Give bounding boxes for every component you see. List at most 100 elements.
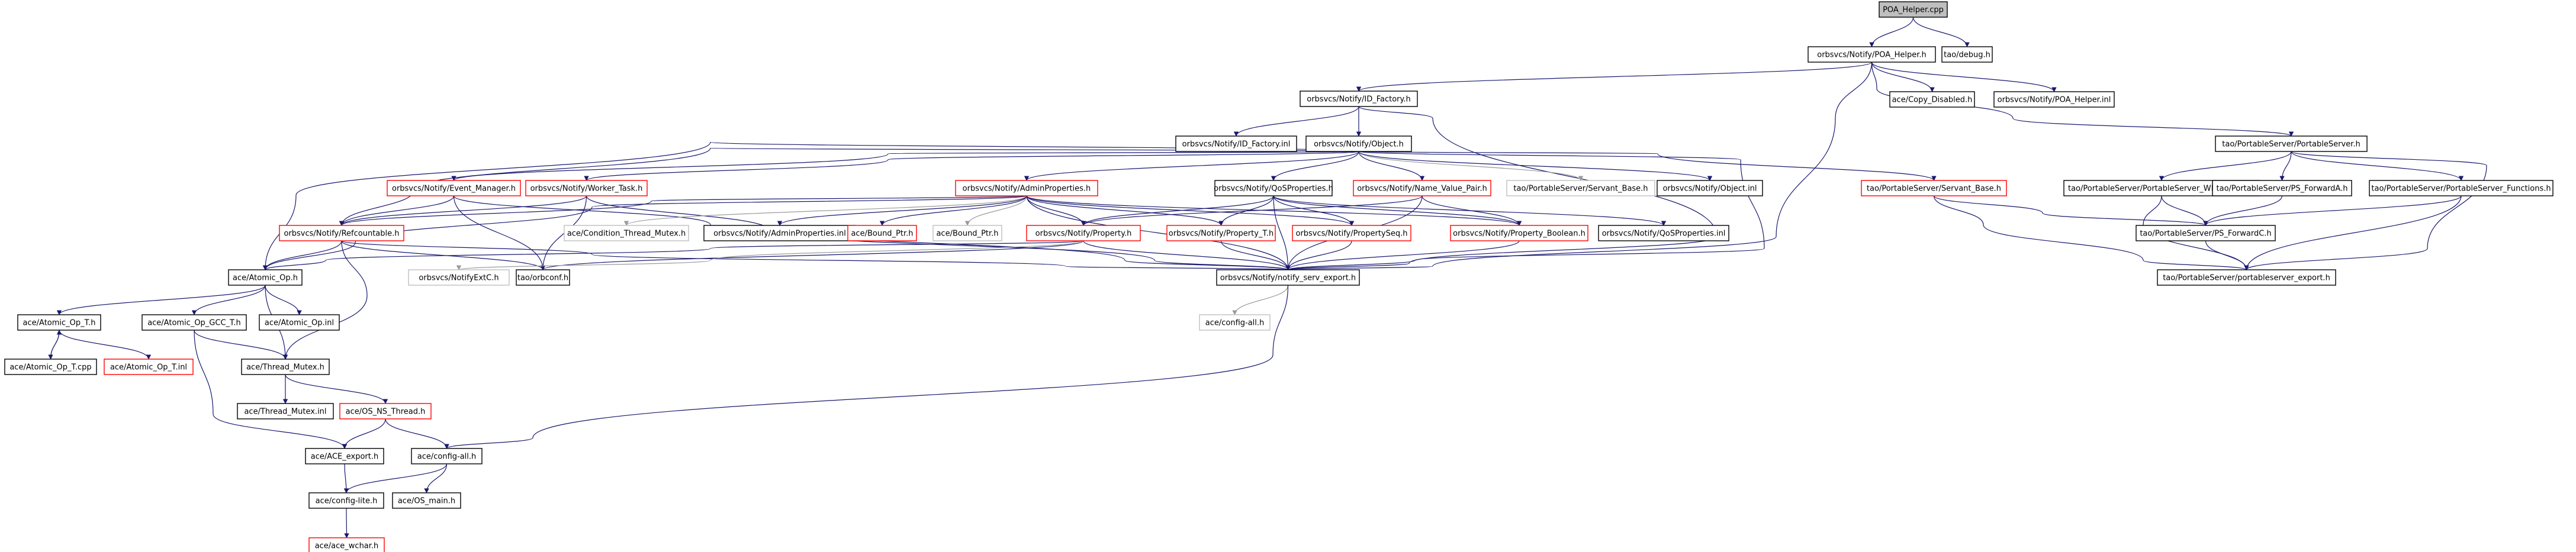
node-object_h[interactable]: orbsvcs/Notify/Object.h [1305,135,1412,152]
node-label: ace/Atomic_Op_T.cpp [9,363,91,372]
node-os_ns_thread[interactable]: ace/OS_NS_Thread.h [339,403,432,419]
node-box [525,180,648,196]
node-id_factory[interactable]: orbsvcs/Notify/ID_Factory.h [1300,91,1418,107]
node-label: orbsvcs/Notify/ID_Factory.h [1307,95,1410,104]
edge-object_h-to-worker_task [584,151,1359,181]
node-label: orbsvcs/Notify/notify_serv_export.h [1220,274,1356,283]
node-box [1861,180,2007,196]
node-label: ace/Condition_Thread_Mutex.h [567,230,686,238]
node-ace_export[interactable]: ace/ACE_export.h [305,448,384,464]
node-bound_ptr_gray[interactable]: ace/Bound_Ptr.h [932,225,1002,241]
node-poa_inl[interactable]: orbsvcs/Notify/POA_Helper.inl [1993,91,2115,108]
node-property_t[interactable]: orbsvcs/Notify/Property_T.h [1166,225,1276,241]
edge-atomic_op-to-atomic_gcc_t [191,285,266,315]
node-atomic_op[interactable]: ace/Atomic_Op.h [228,269,303,286]
node-label: orbsvcs/Notify/Event_Manager.h [392,185,516,193]
node-os_main[interactable]: ace/OS_main.h [392,492,461,509]
node-orbconf[interactable]: tao/orbconf.h [516,269,570,286]
edge-tao_servant_base-to-ps_forwardc [1933,195,2208,226]
node-ps_functions[interactable]: tao/PortableServer/PortableServer_Functi… [2369,180,2554,196]
edge-notify_export-to-config_all_gray [1232,285,1289,315]
node-qos_inl[interactable]: orbsvcs/Notify/QoSProperties.inl [1598,225,1729,241]
node-atomic_t_inl[interactable]: ace/Atomic_Op_T.inl [104,359,194,375]
edge-config_lite-to-ace_wchar [344,508,349,538]
edge-ps_portable-to-ps_forwarda [2279,151,2292,181]
node-config_all_gray[interactable]: ace/config-all.h [1199,314,1271,331]
node-label: tao/debug.h [1944,51,1990,60]
node-admin_props[interactable]: orbsvcs/Notify/AdminProperties.h [955,180,1098,196]
edge-property_h-to-atomic_op [262,240,1084,270]
node-box [1175,135,1297,152]
edge-thread_mutex-to-os_ns_thread [285,374,388,404]
edge-qos_props-to-property_h [1080,195,1274,226]
node-box [1166,225,1276,241]
node-ps_export[interactable]: tao/PortableServer/portableserver_export… [2157,269,2336,286]
edge-layer [48,17,2487,538]
node-label: ace/config-all.h [417,453,477,461]
edge-id_factory-to-idf_inl [1233,106,1359,137]
node-notify_export[interactable]: orbsvcs/Notify/notify_serv_export.h [1216,269,1360,286]
node-atomic_gcc_t[interactable]: ace/Atomic_Op_GCC_T.h [141,314,247,331]
node-property_h[interactable]: orbsvcs/Notify/Property.h [1026,225,1141,241]
edge-property_t-to-notify_export [1220,240,1291,270]
node-label: orbsvcs/Notify/Property_T.h [1169,230,1273,238]
node-box [308,492,384,509]
node-thread_mutex[interactable]: ace/Thread_Mutex.h [241,359,330,375]
node-atomic_t_cpp[interactable]: ace/Atomic_Op_T.cpp [4,359,97,375]
node-ps_forwardc[interactable]: tao/PortableServer/PS_ForwardC.h [2136,225,2276,241]
node-notify_extc[interactable]: orbsvcs/NotifyExtC.h [408,269,510,286]
node-box [259,314,340,331]
edge-property_h-to-notify_extc [456,240,1084,270]
node-bound_ptr_h[interactable]: ace/Bound_Ptr.h [847,225,917,241]
node-root[interactable]: POA_Helper.cpp [1879,1,1948,18]
node-config_lite[interactable]: ace/config-lite.h [308,492,384,509]
edge-ace_export-to-config_lite [343,463,349,493]
edge-poa_h-to-ps_portable [1871,62,2294,137]
node-thread_mutex_inl[interactable]: ace/Thread_Mutex.inl [237,403,334,419]
node-name_value[interactable]: orbsvcs/Notify/Name_Value_Pair.h [1353,180,1491,196]
node-srv_base_h[interactable]: tao/PortableServer/Servant_Base.h [1506,180,1655,196]
edge-tao_servant_base-to-ps_export [1933,195,2249,270]
node-box [1026,225,1141,241]
node-poa_h[interactable]: orbsvcs/Notify/POA_Helper.h [1808,46,1936,63]
node-box [847,225,917,241]
edge-os_ns_thread-to-ace_export [342,418,386,449]
node-worker_task[interactable]: orbsvcs/Notify/Worker_Task.h [525,180,648,196]
node-qos_props[interactable]: orbsvcs/Notify/QoSProperties.h [1214,180,1333,196]
edge-refcountable-to-thread_mutex [282,240,368,360]
edge-poa_h-to-id_factory [1356,62,1873,92]
node-ps_portable[interactable]: tao/PortableServer/PortableServer.h [2215,135,2368,152]
node-atomic_inl[interactable]: ace/Atomic_Op.inl [259,314,340,331]
node-label: POA_Helper.cpp [1883,6,1944,15]
node-admin_inl[interactable]: orbsvcs/Notify/AdminProperties.inl [703,225,856,241]
node-tao_debug[interactable]: tao/debug.h [1941,46,1993,63]
node-ps_forwarda[interactable]: tao/PortableServer/PS_ForwardA.h [2212,180,2352,196]
node-refcountable[interactable]: orbsvcs/Notify/Refcountable.h [279,225,404,241]
node-cond_mutex[interactable]: ace/Condition_Thread_Mutex.h [564,225,689,241]
node-property_seq[interactable]: orbsvcs/Notify/PropertySeq.h [1292,225,1411,241]
node-label: ace/Thread_Mutex.inl [244,408,326,417]
edge-admin_props-to-atomic_op [262,195,1027,270]
node-ace_wchar[interactable]: ace/ace_wchar.h [308,537,385,552]
node-box [1941,46,1993,63]
node-tao_servant_base[interactable]: tao/PortableServer/Servant_Base.h [1861,180,2007,196]
node-label: tao/PortableServer/PS_ForwardA.h [2217,185,2348,193]
node-label: tao/orbconf.h [517,274,568,283]
node-object_inl[interactable]: orbsvcs/Notify/Object.inl [1657,180,1763,196]
edge-atomic_t_cpp-to-atomic_op_t [50,330,62,360]
node-property_bool[interactable]: orbsvcs/Notify/Property_Boolean.h [1450,225,1588,241]
node-config_all[interactable]: ace/config-all.h [411,448,483,464]
node-atomic_op_t[interactable]: ace/Atomic_Op_T.h [17,314,101,331]
edge-qos_props-to-property_bool [1273,195,1522,226]
node-copy_disabled[interactable]: ace/Copy_Disabled.h [1889,91,1975,108]
node-label: tao/PortableServer/Servant_Base.h [1867,185,2001,193]
edge-worker_task-to-refcountable [339,195,587,226]
node-box [279,225,404,241]
node-event_mgr[interactable]: orbsvcs/Notify/Event_Manager.h [387,180,521,196]
edge-ps_portable-to-ps_wfunc [2159,151,2292,181]
edge-root-to-tao_debug [1912,17,1970,47]
node-box [228,269,303,286]
node-idf_inl[interactable]: orbsvcs/Notify/ID_Factory.inl [1175,135,1297,152]
edge-property_h-to-notify_export [1083,240,1291,270]
edge-admin_props-to-bound_ptr_gray [964,195,1027,226]
